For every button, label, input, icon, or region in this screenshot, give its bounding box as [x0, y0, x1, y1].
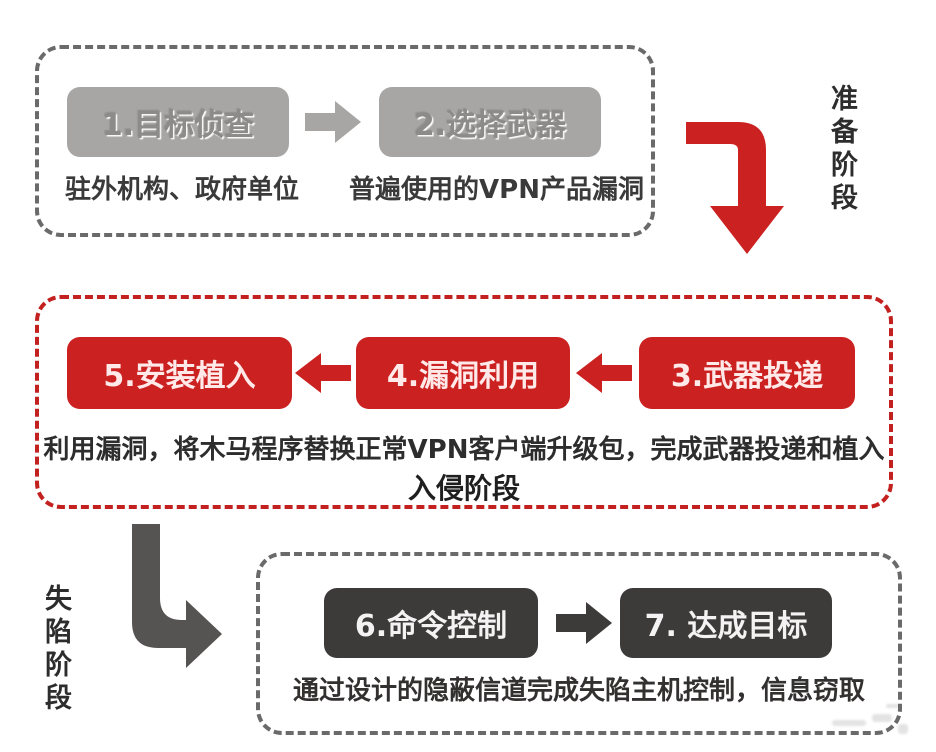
- arrow-left-icon: [576, 353, 632, 393]
- compromise-stage-label: 失陷阶段: [40, 584, 71, 716]
- intrusion-stage-panel: 5.安装植入 4.漏洞利用 3.武器投递 利用漏洞，将木马程序替换正常VPN客户…: [35, 295, 893, 509]
- arrow-right-icon: [305, 101, 361, 143]
- step-label: 3.武器投递: [670, 359, 824, 394]
- step-label: 1.目标侦查: [101, 108, 255, 143]
- step-box-target-recon: 1.目标侦查: [67, 87, 289, 157]
- prepare-caption-targets: 驻外机构、政府单位: [64, 175, 299, 205]
- bend-arrow-down-icon: [686, 108, 798, 256]
- step-label: 6.命令控制: [354, 609, 508, 644]
- step-label: 4.漏洞利用: [386, 359, 540, 394]
- watermark: [828, 702, 928, 746]
- arrow-right-icon: [556, 602, 612, 644]
- bend-arrow-right-icon: [118, 524, 222, 670]
- prepare-stage-label: 准备阶段: [826, 84, 857, 216]
- intrusion-stage-label: 入侵阶段: [407, 472, 520, 505]
- intrusion-caption: 利用漏洞，将木马程序替换正常VPN客户端升级包，完成武器投递和植入: [43, 435, 885, 465]
- prepare-stage-panel: 1.目标侦查 2.选择武器 驻外机构、政府单位 普遍使用的VPN产品漏洞: [35, 45, 655, 237]
- step-box-choose-weapon: 2.选择武器: [379, 87, 601, 157]
- step-box-achieve-goal: 7. 达成目标: [620, 588, 832, 658]
- compromise-caption: 通过设计的隐蔽信道完成失陷主机控制，信息窃取: [292, 676, 865, 706]
- step-label: 7. 达成目标: [644, 609, 808, 644]
- step-box-install-implant: 5.安装植入: [67, 337, 292, 409]
- prepare-caption-vuln: 普遍使用的VPN产品漏洞: [349, 175, 644, 205]
- step-label: 2.选择武器: [413, 108, 567, 143]
- step-box-exploit: 4.漏洞利用: [356, 337, 570, 409]
- step-box-command-control: 6.命令控制: [324, 588, 538, 658]
- step-box-weapon-delivery: 3.武器投递: [639, 337, 855, 409]
- compromise-stage-panel: 6.命令控制 7. 达成目标 通过设计的隐蔽信道完成失陷主机控制，信息窃取: [256, 552, 902, 735]
- arrow-left-icon: [295, 353, 351, 393]
- step-label: 5.安装植入: [103, 359, 256, 394]
